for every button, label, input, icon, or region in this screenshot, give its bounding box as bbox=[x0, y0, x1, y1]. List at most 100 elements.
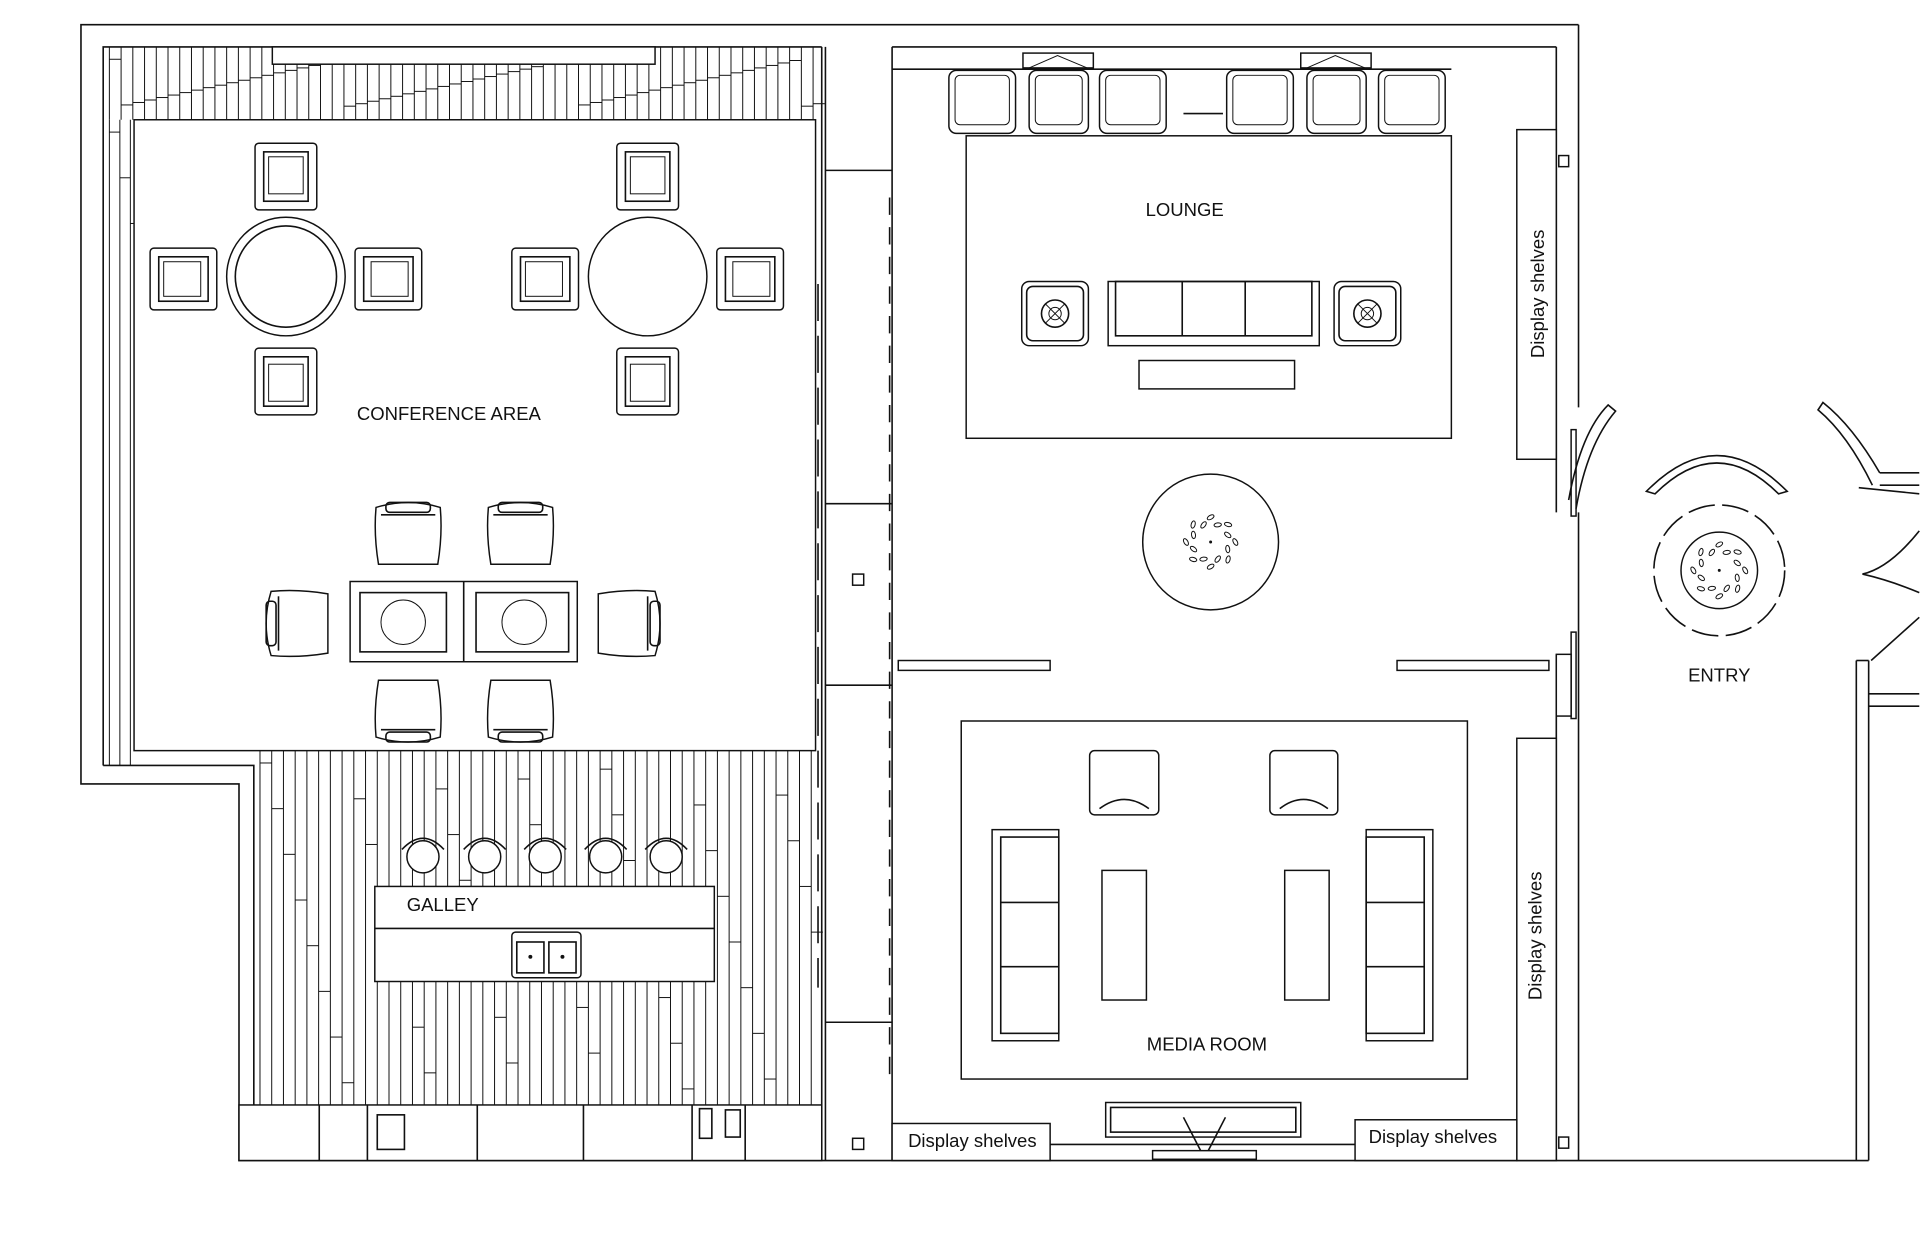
leaf bbox=[1213, 522, 1222, 528]
leaf bbox=[1206, 563, 1215, 570]
tub-chair bbox=[486, 679, 555, 743]
leaf bbox=[1225, 544, 1231, 554]
bar-stool bbox=[523, 837, 567, 874]
display-shelves-media bbox=[1516, 737, 1558, 1162]
display-shelves-bottom-left bbox=[891, 1122, 1051, 1162]
leaf bbox=[1191, 530, 1197, 540]
armchair bbox=[254, 347, 318, 416]
leaf bbox=[1190, 520, 1196, 529]
galley-label: GALLEY bbox=[407, 894, 479, 915]
leaf bbox=[1189, 545, 1198, 553]
ottoman bbox=[1300, 52, 1372, 69]
display-shelves-label: Display shelves bbox=[908, 1130, 1037, 1151]
display-shelves-lounge bbox=[1516, 128, 1558, 461]
bar-stool bbox=[463, 837, 507, 874]
display-shelves-label: Display shelves bbox=[1527, 230, 1548, 359]
leaf bbox=[1715, 593, 1724, 600]
display-shelves-label: Display shelves bbox=[1369, 1126, 1498, 1147]
ottoman bbox=[1022, 52, 1095, 69]
leaf bbox=[1223, 521, 1233, 528]
walls bbox=[80, 23, 1920, 1162]
lounge-sofa bbox=[1107, 280, 1321, 347]
partition-right bbox=[1396, 659, 1550, 672]
tub-chair bbox=[265, 589, 329, 658]
conference-chairs bbox=[149, 142, 785, 416]
desk-table bbox=[349, 580, 579, 663]
bar-stool bbox=[644, 837, 688, 874]
armchair bbox=[354, 247, 423, 311]
galley-counter bbox=[374, 885, 716, 983]
bar-stool bbox=[401, 837, 445, 874]
round-table-left bbox=[225, 216, 346, 337]
leaf bbox=[1696, 586, 1706, 592]
lounge-chair bbox=[1225, 69, 1295, 135]
wall-cabinet bbox=[271, 46, 656, 65]
media-sofa-left bbox=[991, 828, 1060, 1042]
leaf bbox=[1206, 514, 1215, 521]
leaf bbox=[1742, 566, 1749, 575]
entry-label: ENTRY bbox=[1688, 664, 1750, 685]
leaf bbox=[1690, 566, 1697, 575]
leaf bbox=[1734, 584, 1741, 593]
lounge-chair bbox=[948, 69, 1017, 135]
lounge-chair bbox=[1028, 69, 1090, 135]
round-table-right bbox=[587, 216, 708, 337]
armchair bbox=[616, 142, 680, 211]
conference-area-label: CONFERENCE AREA bbox=[357, 403, 542, 424]
tub-chair bbox=[374, 679, 442, 743]
leaf bbox=[1708, 548, 1716, 557]
leaf bbox=[1733, 559, 1741, 567]
lounge-chair bbox=[1377, 69, 1446, 135]
tub-chair bbox=[374, 501, 442, 565]
media-table-right bbox=[1283, 869, 1330, 1001]
plant-icon bbox=[1690, 541, 1749, 600]
lounge-top-seating bbox=[948, 52, 1446, 135]
leaf bbox=[1199, 556, 1208, 562]
leaf bbox=[1214, 555, 1221, 563]
entry-rug bbox=[1653, 504, 1786, 637]
leaf bbox=[1697, 574, 1705, 582]
leaf bbox=[1733, 549, 1742, 555]
leaf bbox=[1698, 558, 1704, 568]
leaf bbox=[1722, 549, 1731, 555]
leaf bbox=[1225, 555, 1231, 564]
leaf bbox=[1698, 547, 1704, 557]
bar-stool bbox=[584, 837, 628, 874]
leaf bbox=[1200, 521, 1207, 529]
lounge-coffee-table bbox=[1138, 359, 1296, 390]
media-table-left bbox=[1101, 869, 1148, 1001]
leaf bbox=[1734, 573, 1740, 582]
media-armchair-right bbox=[1269, 749, 1339, 816]
armchair bbox=[616, 347, 680, 416]
media-room-label: MEDIA ROOM bbox=[1147, 1034, 1267, 1055]
tub-chair bbox=[597, 589, 661, 658]
side-table-lamp bbox=[1020, 280, 1090, 347]
partition-left bbox=[897, 659, 1051, 672]
leaf bbox=[1723, 584, 1730, 593]
lounge-chair bbox=[1098, 69, 1167, 135]
leaf bbox=[1182, 538, 1189, 546]
entry-doors bbox=[1567, 401, 1920, 662]
media-armchair-left bbox=[1088, 749, 1160, 816]
armchair bbox=[511, 247, 580, 311]
tv-console bbox=[1104, 1101, 1302, 1161]
leaf bbox=[1189, 556, 1198, 563]
tub-chairs bbox=[265, 501, 661, 743]
leaf bbox=[1232, 538, 1239, 546]
plant-icon bbox=[1182, 514, 1239, 570]
display-shelves-label: Display shelves bbox=[1524, 872, 1545, 1001]
leaf bbox=[1707, 585, 1717, 591]
armchair bbox=[149, 247, 218, 311]
armchair bbox=[254, 142, 318, 211]
bar-stools bbox=[401, 837, 688, 874]
lounge-label: LOUNGE bbox=[1146, 199, 1224, 220]
tub-chair bbox=[486, 501, 555, 565]
armchair bbox=[716, 247, 785, 311]
lounge-chair bbox=[1306, 69, 1367, 135]
galley-base-cabinets bbox=[238, 1104, 823, 1162]
media-sofa-right bbox=[1365, 828, 1434, 1042]
leaf bbox=[1715, 541, 1724, 548]
leaf bbox=[1224, 531, 1232, 539]
display-shelves-bottom-right bbox=[1354, 1119, 1518, 1162]
